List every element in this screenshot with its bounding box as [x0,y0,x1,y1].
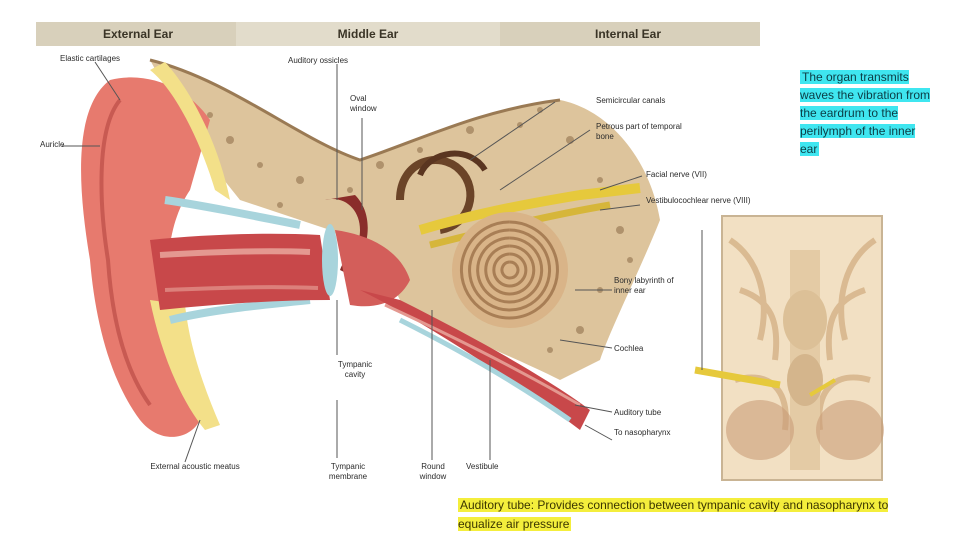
label-round-window: Round window [419,462,447,481]
label-external-acoustic-meatus: External acoustic meatus [150,462,240,471]
label-elastic-cartilages: Elastic cartilages [60,54,121,63]
note-yellow-text: Auditory tube: Provides connection betwe… [458,498,889,531]
label-semicircular-canals: Semicircular canals [596,96,666,105]
label-tympanic-cavity: Tympanic cavity [337,360,373,379]
note-cyan-ossicles: The organ transmits waves the vibration … [800,68,932,158]
tympanic-membrane-shape [322,224,338,296]
note-yellow-auditory-tube: Auditory tube: Provides connection betwe… [458,496,908,534]
label-vestibulocochlear-nerve: Vestibulocochlear nerve (VIII) [646,196,751,205]
label-auditory-ossicles: Auditory ossicles [288,56,349,65]
label-petrous-part: Petrous part of temporal bone [596,122,682,141]
label-cochlea: Cochlea [614,344,644,353]
leader-lines [62,61,703,463]
label-vestibule: Vestibule [466,462,499,471]
label-auricle: Auricle [40,140,65,149]
note-cyan-text: The organ transmits waves the vibration … [800,70,931,156]
ear-canal [150,233,330,310]
label-oval-window: Oval window [350,94,377,113]
temporal-bone [150,60,660,380]
label-auditory-tube: Auditory tube [614,408,662,417]
label-to-nasopharynx: To nasopharynx [614,428,671,437]
header-internal-ear: Internal Ear [594,27,662,41]
header-external-ear: External Ear [102,27,174,41]
header-middle-ear: Middle Ear [337,27,399,41]
label-bony-labyrinth: Bony labyrinth of inner ear [614,276,674,295]
bone-texture [207,107,633,353]
label-facial-nerve: Facial nerve (VII) [646,170,707,179]
nerve-shape [418,183,641,235]
label-tympanic-membrane: Tympanic membrane [328,462,368,481]
